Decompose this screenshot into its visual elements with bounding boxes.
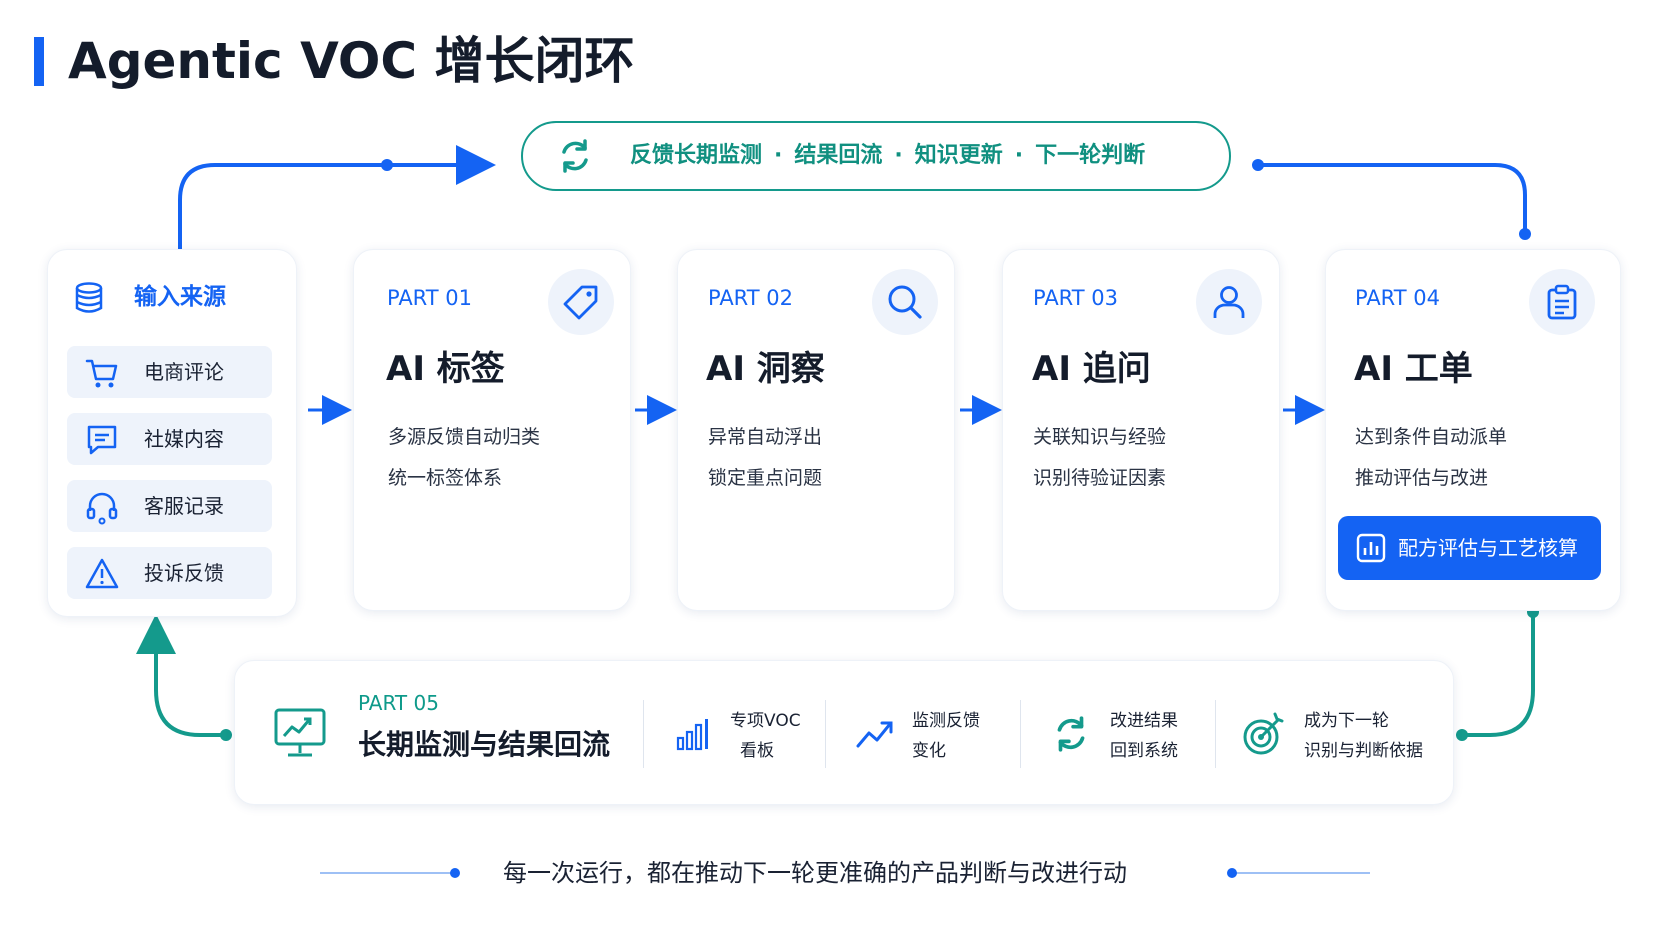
step-title: AI 标签 <box>386 349 505 389</box>
loop-item: 结果回流 <box>794 143 883 168</box>
step-description: 统一标签体系 <box>388 467 503 489</box>
source-label: 投诉反馈 <box>144 561 224 585</box>
formula-evaluation-label[interactable]: 配方评估与工艺核算 <box>1398 536 1578 560</box>
part-label: PART 03 <box>1033 286 1118 310</box>
step-description: 推动评估与改进 <box>1355 467 1489 489</box>
title-accent-bar <box>34 37 44 86</box>
loop-item: 下一轮判断 <box>1035 143 1146 168</box>
feedback-loop-pill <box>521 121 1231 191</box>
divider <box>643 700 644 768</box>
source-label: 电商评论 <box>144 360 224 384</box>
connector-dot <box>381 159 393 171</box>
connector-dot <box>1227 868 1237 878</box>
connector-dot <box>1456 729 1468 741</box>
bar-chart-icon <box>1356 533 1386 563</box>
part-label: PART 04 <box>1355 286 1440 310</box>
step-description: 多源反馈自动归类 <box>388 426 541 448</box>
connector-dot <box>220 729 232 741</box>
part-label: PART 05 <box>358 691 439 715</box>
cart-icon <box>85 359 118 388</box>
divider <box>1020 700 1021 768</box>
page-title: Agentic VOC 增长闭环 <box>68 32 635 90</box>
search-icon <box>888 285 922 319</box>
part-label: PART 02 <box>708 286 793 310</box>
monitor-item-line2: 识别与判断依据 <box>1304 741 1423 761</box>
loop-items: 反馈长期监测 · 结果回流 · 知识更新 · 下一轮判断 <box>630 138 1145 174</box>
target-icon <box>1243 712 1284 755</box>
step-description: 达到条件自动派单 <box>1355 426 1508 448</box>
monitor-chart-icon <box>274 708 326 757</box>
loop-separator: · <box>774 143 783 168</box>
connector-dot <box>1252 159 1264 171</box>
connector-dot <box>450 868 460 878</box>
refresh-icon <box>1057 716 1085 752</box>
divider <box>825 700 826 768</box>
loop-connector-bottom-left <box>136 614 226 737</box>
bar-chart-icon <box>676 719 708 751</box>
icon-badge <box>548 269 614 335</box>
monitoring-card <box>234 660 1454 805</box>
monitor-item-line1: 改进结果 <box>1110 711 1178 731</box>
source-label: 社媒内容 <box>144 427 224 451</box>
monitor-item-line1: 成为下一轮 <box>1304 711 1389 731</box>
monitor-item-line2: 回到系统 <box>1110 741 1178 761</box>
step-title: AI 洞察 <box>706 349 825 389</box>
loop-connector-top-right <box>1258 163 1527 234</box>
trend-icon <box>856 721 893 748</box>
monitor-item-line1: 监测反馈 <box>912 711 980 731</box>
input-sources-title: 输入来源 <box>134 284 226 310</box>
step-description: 识别待验证因素 <box>1033 467 1167 489</box>
source-item-ecommerce <box>67 346 272 398</box>
loop-separator: · <box>1014 143 1024 168</box>
loop-item: 反馈长期监测 <box>630 143 763 168</box>
monitor-item-line2: 变化 <box>912 741 946 761</box>
tag-icon <box>563 285 598 320</box>
footer-tagline: 每一次运行，都在推动下一轮更准确的产品判断与改进行动 <box>503 859 1127 887</box>
database-icon <box>75 282 103 313</box>
monitor-item-line2: 看板 <box>740 741 774 761</box>
step-description: 异常自动浮出 <box>708 426 823 448</box>
icon-badge <box>872 269 938 335</box>
loop-separator: · <box>894 143 903 168</box>
monitor-item-line1: 专项VOC <box>730 711 801 731</box>
loop-item: 知识更新 <box>914 143 1003 168</box>
divider <box>1215 700 1216 768</box>
step-description: 锁定重点问题 <box>708 467 823 489</box>
headset-icon <box>86 492 118 525</box>
step-description: 关联知识与经验 <box>1033 426 1167 448</box>
monitoring-title: 长期监测与结果回流 <box>358 728 611 761</box>
step-title: AI 工单 <box>1354 349 1473 389</box>
part-label: PART 01 <box>387 286 472 310</box>
loop-connector-bottom-right <box>1462 612 1535 737</box>
clipboard-icon <box>1547 284 1577 320</box>
refresh-icon <box>562 139 588 173</box>
formula-evaluation-button[interactable] <box>1338 516 1601 580</box>
warning-icon <box>85 558 119 589</box>
user-icon <box>1213 286 1245 318</box>
chat-icon <box>87 425 117 455</box>
loop-connector-top-left <box>178 145 496 249</box>
source-label: 客服记录 <box>144 494 224 518</box>
step-title: AI 追问 <box>1032 349 1151 389</box>
connector-dot <box>1519 228 1531 240</box>
